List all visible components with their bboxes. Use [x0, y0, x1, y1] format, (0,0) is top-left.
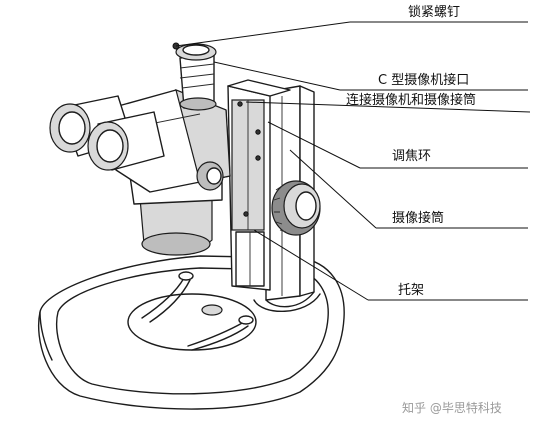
focus-arm [227, 79, 291, 291]
callout-c-mount-desc: 连接摄像机和摄像接筒 [346, 92, 476, 108]
watermark: 知乎 @毕思特科技 [402, 400, 502, 415]
callout-camera-tube: 摄像接筒 [392, 210, 444, 226]
callout-focus-ring: 调焦环 [392, 149, 431, 164]
callout-lock-screw: 锁紧螺钉 [408, 4, 460, 20]
callout-holder: 托架 [398, 283, 424, 298]
trinocular-tube [172, 42, 217, 111]
callout-c-mount: C 型摄像机接口 [378, 72, 469, 88]
callout-labels: 锁紧螺钉 C 型摄像机接口 连接摄像机和摄像接筒 调焦环 摄像接筒 托架 [346, 4, 476, 298]
focus-knob [271, 180, 321, 236]
leader-lines [175, 21, 531, 301]
optical-body [49, 89, 231, 256]
